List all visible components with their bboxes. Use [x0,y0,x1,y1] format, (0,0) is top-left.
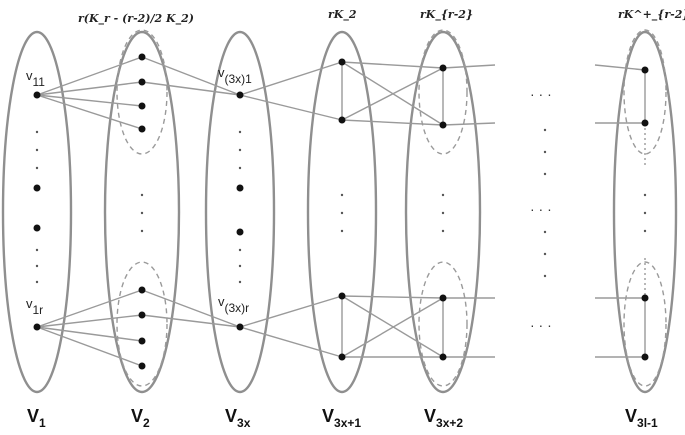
ellipsis-middle: · · · [530,201,552,217]
vertex-v1r [33,323,41,331]
set-v3l1-ellipse [612,30,678,394]
bottom-label-v3x1: V3x+1 [322,406,361,430]
vertex-label-v3xr: v(3x)r [218,294,249,315]
set-v2-ellipse [103,30,181,394]
top-label-v2: r(K_r - (r-2)/2 K_2) [78,12,194,26]
set-v3x2-ellipse [404,30,482,394]
dashed-group-v2-top [116,29,168,155]
set-v1-ellipse [1,30,73,394]
top-label-v3x2: rK_{r-2} [420,8,473,22]
bottom-label-v3l1: V3l-1 [625,406,658,430]
dashed-group-v3x2-top [418,29,468,155]
set-v3x1-ellipse [306,30,378,394]
dashed-group-v3x2-bottom [418,261,468,387]
bottom-label-v1: V1 [27,406,46,430]
vertex-v3x-r [236,323,244,331]
bottom-label-v2: V2 [131,406,150,430]
edges [36,56,646,367]
dashed-group-v3l1-top [623,29,667,155]
vertex-label-v3x1: v(3x)1 [218,65,252,86]
dashed-group-v2-bottom [116,261,168,387]
vertex-label-v11: v11 [26,68,45,89]
vertex-v3x-1 [236,91,244,99]
set-v3x-ellipse [204,30,276,394]
vertex-label-v1r: v1r [26,296,43,317]
bottom-label-v3x2: V3x+2 [424,406,463,430]
dashed-group-v3l1-bottom [623,261,667,387]
vertex-v11 [33,91,41,99]
ellipsis-bottom: · · · [530,317,552,333]
bottom-label-v3x: V3x [225,406,251,430]
ellipsis-top: · · · [530,86,552,102]
top-label-v3x1: rK_2 [328,8,357,22]
top-label-v3l1: rK^+_{r-2} [618,8,685,22]
vertices [33,53,649,370]
vertical-dots [35,128,647,284]
